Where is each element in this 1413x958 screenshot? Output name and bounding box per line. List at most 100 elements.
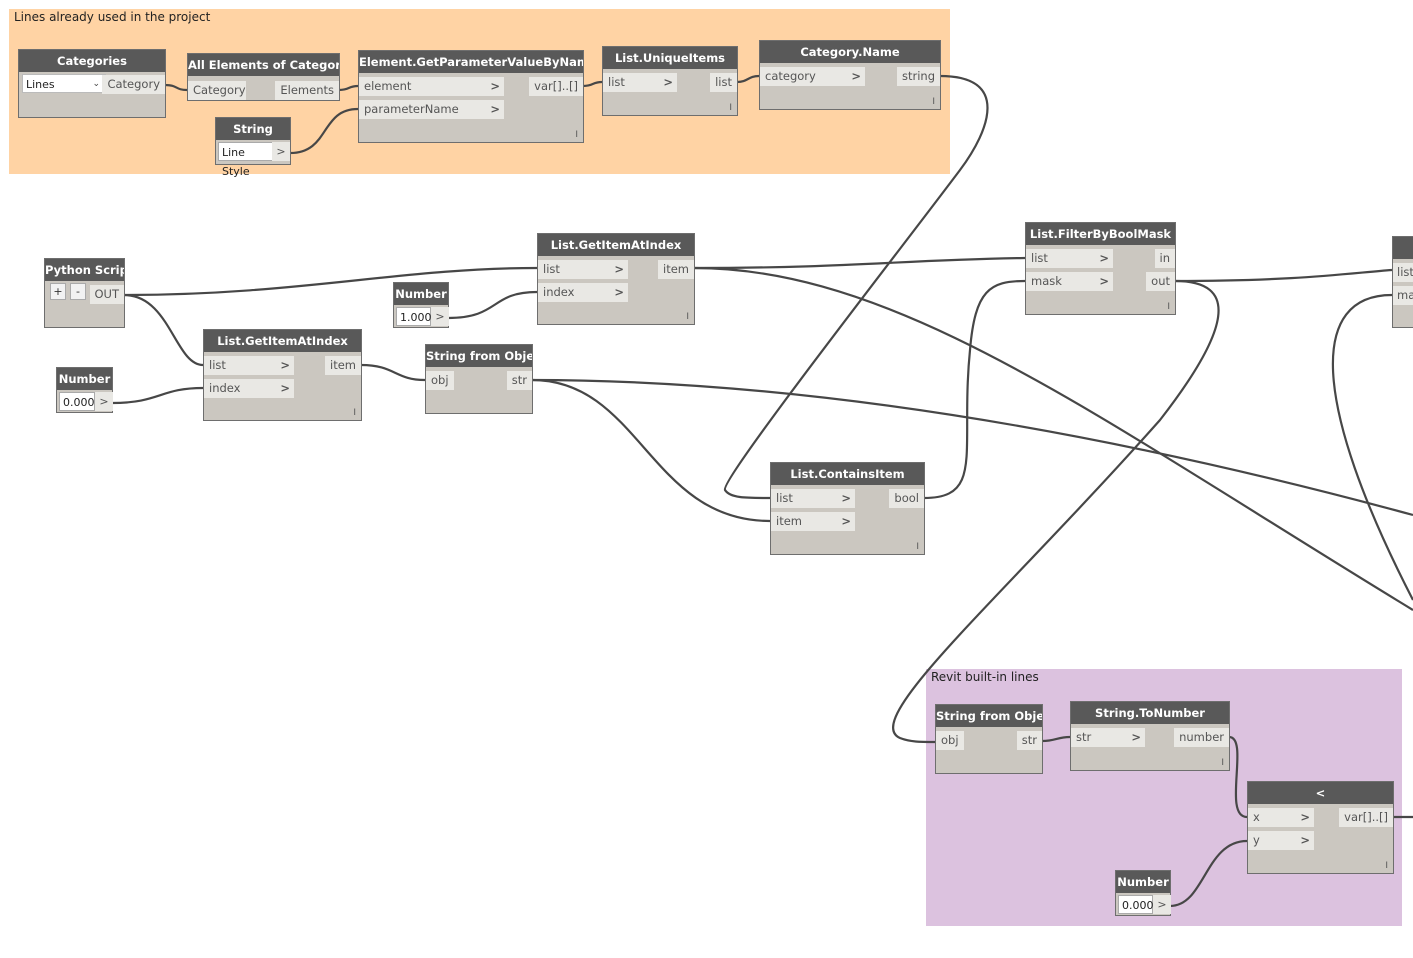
node-title: String from Object bbox=[936, 705, 1042, 727]
input-port-y[interactable]: y> bbox=[1248, 831, 1314, 850]
number-value-input[interactable]: 0.000 bbox=[1118, 895, 1154, 914]
add-input-button[interactable]: + bbox=[50, 283, 66, 300]
node-title: String from Object bbox=[426, 345, 532, 367]
chevron-right-icon: > bbox=[614, 285, 624, 299]
node-get-item-at-index-bottom[interactable]: List.GetItemAtIndex list> index> item I bbox=[203, 329, 362, 421]
output-port[interactable]: > bbox=[431, 307, 449, 326]
output-port-str[interactable]: str bbox=[1016, 731, 1042, 750]
input-port-list[interactable]: list> bbox=[538, 260, 628, 279]
string-value-input[interactable]: Line Style bbox=[218, 142, 273, 178]
node-filter-by-bool-mask[interactable]: List.FilterByBoolMask list> mask> in out… bbox=[1025, 222, 1176, 315]
input-port-parameter-name[interactable]: parameterName> bbox=[359, 100, 504, 119]
node-string-from-object-builtin[interactable]: String from Object obj str bbox=[935, 704, 1043, 774]
port-label: y bbox=[1253, 833, 1260, 847]
wire bbox=[531, 378, 771, 523]
lacing-indicator[interactable]: I bbox=[932, 97, 935, 107]
lacing-indicator[interactable]: I bbox=[1385, 861, 1388, 871]
input-port-list[interactable]: list bbox=[1393, 263, 1413, 282]
input-port-list[interactable]: list> bbox=[603, 73, 677, 92]
category-dropdown[interactable]: Lines ⌄ bbox=[22, 74, 106, 93]
chevron-right-icon: > bbox=[280, 358, 290, 372]
port-label: index bbox=[543, 285, 575, 299]
node-title: List.FilterByBoolMask bbox=[1026, 223, 1175, 245]
node-partial-right[interactable]: list ma bbox=[1392, 236, 1413, 328]
chevron-down-icon: ⌄ bbox=[92, 79, 100, 89]
node-string[interactable]: String Line Style > bbox=[215, 117, 291, 178]
output-port-item[interactable]: item bbox=[658, 260, 694, 279]
input-port-element[interactable]: element> bbox=[359, 77, 504, 96]
number-value-input[interactable]: 1.000 bbox=[396, 307, 432, 326]
lacing-indicator[interactable]: I bbox=[1167, 302, 1170, 312]
output-port-item[interactable]: item bbox=[325, 356, 361, 375]
output-port-str[interactable]: str bbox=[506, 371, 532, 390]
node-string-to-number[interactable]: String.ToNumber str> number I bbox=[1070, 701, 1230, 771]
node-title: Number bbox=[394, 283, 448, 305]
input-port-str[interactable]: str> bbox=[1071, 728, 1145, 747]
input-port-mask[interactable]: mask> bbox=[1026, 272, 1113, 291]
port-label: list bbox=[1031, 251, 1048, 265]
node-number-threshold[interactable]: Number 0.000 > bbox=[1115, 870, 1171, 916]
output-port-in[interactable]: in bbox=[1154, 249, 1175, 268]
node-title: Category.Name bbox=[760, 41, 940, 63]
node-list-contains-item[interactable]: List.ContainsItem list> item> bool I bbox=[770, 462, 925, 555]
input-port-category[interactable]: Category bbox=[188, 81, 246, 100]
node-number-index[interactable]: Number 1.000 > bbox=[393, 282, 449, 328]
node-title: String bbox=[216, 118, 290, 140]
output-port-bool[interactable]: bool bbox=[889, 489, 924, 508]
node-title: All Elements of Category bbox=[188, 54, 339, 76]
lacing-indicator[interactable]: I bbox=[353, 408, 356, 418]
lacing-indicator[interactable]: I bbox=[916, 542, 919, 552]
node-title: Categories bbox=[19, 50, 165, 72]
output-port-var[interactable]: var[]..[] bbox=[529, 77, 583, 96]
output-port-out[interactable]: out bbox=[1146, 272, 1175, 291]
wire bbox=[531, 378, 1413, 517]
lacing-indicator[interactable]: I bbox=[1221, 758, 1224, 768]
output-port[interactable]: > bbox=[272, 142, 290, 161]
number-value-input[interactable]: 0.000 bbox=[59, 392, 95, 411]
output-port-out[interactable]: OUT bbox=[89, 285, 124, 304]
output-port-category[interactable]: Category bbox=[102, 75, 165, 94]
port-label: mask bbox=[1031, 274, 1062, 288]
output-port-list[interactable]: list bbox=[710, 73, 737, 92]
node-get-item-at-index-top[interactable]: List.GetItemAtIndex list> index> item I bbox=[537, 233, 695, 325]
wire bbox=[1174, 268, 1393, 283]
input-port-obj[interactable]: obj bbox=[936, 731, 964, 750]
port-label: element bbox=[364, 79, 412, 93]
wire bbox=[360, 363, 426, 382]
node-all-elements[interactable]: All Elements of Category Category Elemen… bbox=[187, 53, 340, 101]
input-port-index[interactable]: index> bbox=[204, 379, 294, 398]
node-categories[interactable]: Categories Lines ⌄ Category bbox=[18, 49, 166, 118]
node-title: String.ToNumber bbox=[1071, 702, 1229, 724]
port-label: x bbox=[1253, 810, 1260, 824]
output-port-number[interactable]: number bbox=[1174, 728, 1229, 747]
lacing-indicator[interactable]: I bbox=[575, 130, 578, 140]
output-port[interactable]: > bbox=[1153, 895, 1171, 914]
input-port-mask[interactable]: ma bbox=[1393, 286, 1413, 305]
input-port-list[interactable]: list> bbox=[204, 356, 294, 375]
input-port-index[interactable]: index > bbox=[538, 283, 628, 302]
input-port-list[interactable]: list> bbox=[1026, 249, 1113, 268]
node-category-name[interactable]: Category.Name category> string I bbox=[759, 40, 941, 110]
group-title: Lines already used in the project bbox=[14, 10, 211, 24]
node-title: Python Script bbox=[45, 259, 124, 281]
input-port-item[interactable]: item> bbox=[771, 512, 855, 531]
node-list-unique-items[interactable]: List.UniqueItems list> list I bbox=[602, 46, 738, 116]
node-number-zero[interactable]: Number 0.000 > bbox=[56, 367, 113, 413]
node-less-than[interactable]: < x> y> var[]..[] I bbox=[1247, 781, 1394, 874]
node-python-script[interactable]: Python Script + - OUT bbox=[44, 258, 125, 328]
output-port-elements[interactable]: Elements bbox=[275, 81, 339, 100]
input-port-list[interactable]: list> bbox=[771, 489, 855, 508]
output-port[interactable]: > bbox=[95, 392, 113, 411]
input-port-category[interactable]: category> bbox=[760, 67, 865, 86]
group-title: Revit built-in lines bbox=[931, 670, 1039, 684]
port-label: item bbox=[776, 514, 802, 528]
remove-input-button[interactable]: - bbox=[70, 283, 86, 300]
input-port-obj[interactable]: obj bbox=[426, 371, 454, 390]
lacing-indicator[interactable]: I bbox=[686, 312, 689, 322]
lacing-indicator[interactable]: I bbox=[729, 103, 732, 113]
node-string-from-object[interactable]: String from Object obj str bbox=[425, 344, 533, 414]
node-get-parameter-value[interactable]: Element.GetParameterValueByName element>… bbox=[358, 50, 584, 143]
output-port-var[interactable]: var[]..[] bbox=[1339, 808, 1393, 827]
output-port-string[interactable]: string bbox=[896, 67, 940, 86]
input-port-x[interactable]: x> bbox=[1248, 808, 1314, 827]
